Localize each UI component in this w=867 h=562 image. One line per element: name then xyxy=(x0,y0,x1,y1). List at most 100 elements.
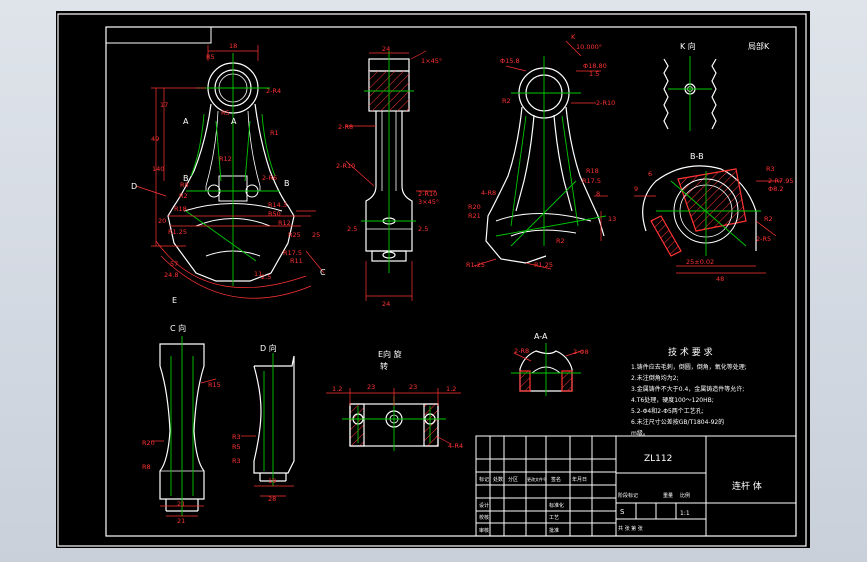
c-dim: R20 xyxy=(142,439,155,447)
front-dim: 25 xyxy=(312,231,320,239)
k-detail-title: 局部K xyxy=(748,41,770,51)
bb-dim: 2-R7.95 xyxy=(768,177,793,185)
right-front-view xyxy=(473,40,608,270)
e-dim: 23 xyxy=(367,383,375,391)
c-view-title: C 向 xyxy=(170,323,186,333)
title-scale: 1:1 xyxy=(680,510,690,517)
side-dim: 2.5 xyxy=(418,225,428,233)
d-dim: R3 xyxy=(232,433,241,441)
front-dim: R18 xyxy=(174,205,187,213)
front-dim: R2 xyxy=(179,192,188,200)
header-cell: 分区 xyxy=(508,476,518,483)
front-dim: 11 xyxy=(254,270,262,278)
tech-note-line: 1.铸件应去毛刺，倒圆，倒角，氧化等处理; xyxy=(631,363,747,371)
d-dim: R3 xyxy=(232,457,241,465)
c-dim: R8 xyxy=(142,463,151,471)
side-dim: 24 xyxy=(382,300,390,308)
drawing-canvas[interactable]: 18 R5 2-R4 R5 R12 2-R6 R14.3 R50 R1 R12 … xyxy=(56,11,810,548)
e-view-dimensions: 1.2 23 23 1.2 4-R4 xyxy=(332,383,463,450)
rf-dim: 13 xyxy=(608,215,616,223)
front-dim: R17.5 xyxy=(283,249,302,257)
rf-dim: R20 xyxy=(468,203,481,211)
row-label: 工艺 xyxy=(549,515,559,521)
front-dim: R1 xyxy=(270,129,279,137)
e-view xyxy=(326,388,461,451)
row-label: 标准化 xyxy=(549,502,564,509)
d-view-dimensions: R3 R5 R3 19 28 xyxy=(232,433,276,503)
aa-view xyxy=(511,343,582,396)
drawing-border-outer xyxy=(57,13,807,547)
e-dim: 23 xyxy=(409,383,417,391)
section-label: A xyxy=(183,117,189,126)
tech-notes: 技 术 要 求 1.铸件应去毛刺，倒圆，倒角，氧化等处理; 2.未注倒角均为2;… xyxy=(631,346,747,437)
rf-dim: Φ15.8 xyxy=(500,57,520,65)
rf-dim: R1.25 xyxy=(466,261,485,269)
bb-view-title: B-B xyxy=(690,152,704,161)
k-view xyxy=(663,56,717,131)
tech-notes-title: 技 术 要 求 xyxy=(668,346,713,358)
front-dim: R11 xyxy=(290,257,303,265)
front-dim: 57 xyxy=(170,260,178,268)
bb-dim: 25±0.02 xyxy=(686,258,714,266)
bb-dim: 2-R5 xyxy=(756,235,771,243)
front-view-labels: A A B B D C E xyxy=(131,117,326,305)
cad-drawing: 18 R5 2-R4 R5 R12 2-R6 R14.3 R50 R1 R12 … xyxy=(57,13,807,547)
title-block xyxy=(475,435,797,537)
bb-view xyxy=(634,165,781,274)
front-view xyxy=(135,45,325,299)
section-label: E xyxy=(172,296,177,305)
side-dim: 1×45° xyxy=(421,57,442,65)
tech-note-line: 6.未注尺寸公差按GB/T1804-92的 xyxy=(631,418,724,426)
d-view-title: D 向 xyxy=(260,343,277,353)
side-dim: 24 xyxy=(382,45,390,53)
e-dim: 1.2 xyxy=(332,385,342,393)
rf-dim: 8 xyxy=(596,190,600,198)
row-label: 校核 xyxy=(479,514,489,521)
front-dim: R5 xyxy=(206,53,215,61)
e-dim: 4-R4 xyxy=(448,442,463,450)
section-label: B xyxy=(183,174,189,183)
front-dim: R12 xyxy=(278,219,291,227)
front-view-dimensions: 18 R5 2-R4 R5 R12 2-R6 R14.3 R50 R1 R12 … xyxy=(151,42,320,281)
c-dim: 21 xyxy=(177,517,185,525)
front-dim: 18 xyxy=(229,42,237,50)
tech-note-line: m级。 xyxy=(631,429,649,437)
section-label: D xyxy=(131,182,137,191)
row-label: 审核 xyxy=(479,527,489,534)
e-dim: 1.2 xyxy=(446,385,456,393)
section-label: B xyxy=(284,179,290,188)
front-dim: 140 xyxy=(152,165,164,173)
side-view xyxy=(345,50,436,301)
header-cell: 标记 xyxy=(479,476,489,483)
header-cell: 年月日 xyxy=(572,476,587,483)
c-dim: R15 xyxy=(208,381,221,389)
rf-dim: R1.25 xyxy=(534,261,553,269)
bb-dim: 48 xyxy=(716,275,724,283)
side-view-dimensions: 24 1×45° 2-R8 2-R10 2.5 2.5 2-R10 3×45° … xyxy=(336,45,442,308)
rf-dim: R2 xyxy=(502,97,511,105)
front-dim: 20 xyxy=(158,217,166,225)
front-dim: 2.5 xyxy=(261,273,271,281)
d-dim: 28 xyxy=(268,495,276,503)
title-block-text: ZL112 连杆 体 S 1:1 共 张 第 张 阶段标记 重量 比例 标记 处… xyxy=(479,454,762,534)
rf-dim: K xyxy=(571,33,576,41)
front-dim: R5 xyxy=(221,109,230,117)
front-dim: 24.8 xyxy=(164,271,178,279)
side-dim: 2-R10 xyxy=(418,190,437,198)
front-dim: 2-R4 xyxy=(266,87,281,95)
rf-dim: R21 xyxy=(468,212,481,220)
side-dim: 2-R8 xyxy=(338,123,353,131)
bb-dim: Φ8.2 xyxy=(768,185,783,193)
aa-dim: 2-Φ8 xyxy=(573,348,589,356)
c-dim: 21 xyxy=(177,500,185,508)
front-dim: R12 xyxy=(219,155,232,163)
header-cell: 签名 xyxy=(551,476,561,483)
side-dim: 3×45° xyxy=(418,198,439,206)
drawing-number: ZL112 xyxy=(644,454,672,464)
tech-note-line: 3.金属铸件不大于0.4，金属铸造件等允许; xyxy=(631,385,744,393)
rf-dim: R17.5 xyxy=(582,177,601,185)
bb-dim: R3 xyxy=(766,165,775,173)
d-view xyxy=(241,353,295,497)
aa-view-title: A-A xyxy=(534,332,548,341)
